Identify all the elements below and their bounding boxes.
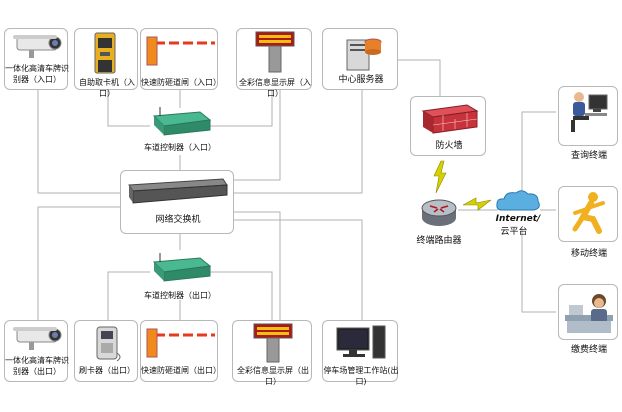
- firewall-box[interactable]: 防火墙: [410, 96, 486, 156]
- kiosk-icon: [94, 32, 116, 74]
- switch-icon: [128, 178, 228, 204]
- led-display-icon: [253, 323, 293, 363]
- cloud-platform-label: 云平台: [500, 227, 528, 237]
- line-exit-controller-card: [107, 271, 150, 320]
- line-switch-exit-lpr: [37, 206, 122, 320]
- switch-box[interactable]: 网络交换机: [120, 170, 234, 234]
- exit-display-box[interactable]: 全彩信息显示屏（出口）: [232, 320, 312, 386]
- server-label: 中心服务器: [338, 75, 384, 85]
- exit-lpr-box[interactable]: 一体化高清车牌识别器（出口）: [4, 320, 69, 382]
- workstation-box[interactable]: 停车场管理工作站(出口): [322, 320, 399, 386]
- exit-controller-label: 车道控制器（出口）: [144, 291, 216, 300]
- entry-controller-label: 车道控制器（入口）: [144, 143, 216, 152]
- lightning-icon: [433, 160, 447, 194]
- query-terminal-label: 查询终端: [570, 151, 607, 161]
- entry-barrier-label: 快速防砸道闸（入口）: [141, 78, 221, 87]
- line-entry-display: [210, 88, 273, 127]
- exit-display-label: 全彩信息显示屏（出口）: [237, 366, 309, 386]
- query-terminal-box[interactable]: 查询终端: [558, 86, 618, 161]
- workstation-label: 停车场管理工作站(出口): [323, 366, 399, 386]
- cloud-icon: [496, 190, 540, 211]
- phone-operator-icon: [565, 294, 613, 333]
- exit-lpr-label: 一体化高清车牌识别器（出口）: [5, 356, 69, 376]
- mobile-terminal-box[interactable]: 移动终端: [558, 186, 618, 259]
- line-switch-workstation: [232, 219, 363, 320]
- switch-label: 网络交换机: [155, 215, 201, 225]
- entry-display-box[interactable]: 全彩信息显示屏（入口）: [236, 28, 312, 98]
- line-entry-kiosk: [107, 88, 150, 127]
- person-at-computer-icon: [571, 92, 608, 132]
- entry-kiosk-label: 自助取卡机（入口）: [79, 78, 135, 98]
- line-entry-display-switch: [232, 88, 281, 181]
- workstation-icon: [336, 325, 386, 359]
- barrier-gate-icon: [146, 36, 215, 66]
- line-exit-controller-display: [210, 271, 273, 320]
- line-server-firewall: [398, 59, 441, 104]
- entry-lpr-box[interactable]: 一体化高清车牌识别器（入口）: [4, 28, 69, 90]
- firewall-label: 防火墙: [435, 141, 463, 151]
- server-icon: [346, 38, 382, 71]
- entry-controller-icon: [152, 107, 212, 136]
- led-display-icon: [255, 31, 295, 73]
- payment-terminal-box[interactable]: 缴费终端: [558, 284, 618, 355]
- exit-barrier-box[interactable]: 快速防砸道闸（出口）: [140, 320, 221, 382]
- camera-icon: [13, 35, 62, 58]
- server-box[interactable]: 中心服务器: [322, 28, 398, 90]
- firewall-icon: [421, 104, 479, 134]
- exit-barrier-label: 快速防砸道闸（出口）: [141, 366, 221, 375]
- payment-terminal-label: 缴费终端: [570, 345, 607, 355]
- entry-lpr-label: 一体化高清车牌识别器（入口）: [5, 64, 69, 84]
- barrier-gate-icon: [146, 328, 215, 358]
- card-reader-icon: [96, 326, 121, 362]
- running-person-icon: [572, 192, 605, 234]
- router-icon: [421, 199, 457, 226]
- entry-barrier-box[interactable]: 快速防砸道闸（入口）: [140, 28, 221, 90]
- exit-controller-icon: [152, 253, 212, 282]
- entry-display-label: 全彩信息显示屏（入口）: [239, 78, 311, 98]
- line-entry-lpr: [37, 90, 122, 194]
- lightning-icon: [462, 197, 492, 211]
- card-reader-label: 刷卡器（出口）: [79, 366, 135, 375]
- card-reader-box[interactable]: 刷卡器（出口）: [74, 320, 138, 382]
- internet-label: Internet/: [495, 214, 541, 224]
- line-server-switch: [232, 88, 363, 194]
- line-switch-exit-display: [232, 211, 281, 320]
- router-label: 终端路由器: [416, 236, 462, 246]
- mobile-terminal-label: 移动终端: [570, 249, 607, 259]
- entry-kiosk-box[interactable]: 自助取卡机（入口）: [74, 28, 138, 98]
- camera-icon: [13, 327, 62, 350]
- line-cloud-terminals: [521, 111, 556, 313]
